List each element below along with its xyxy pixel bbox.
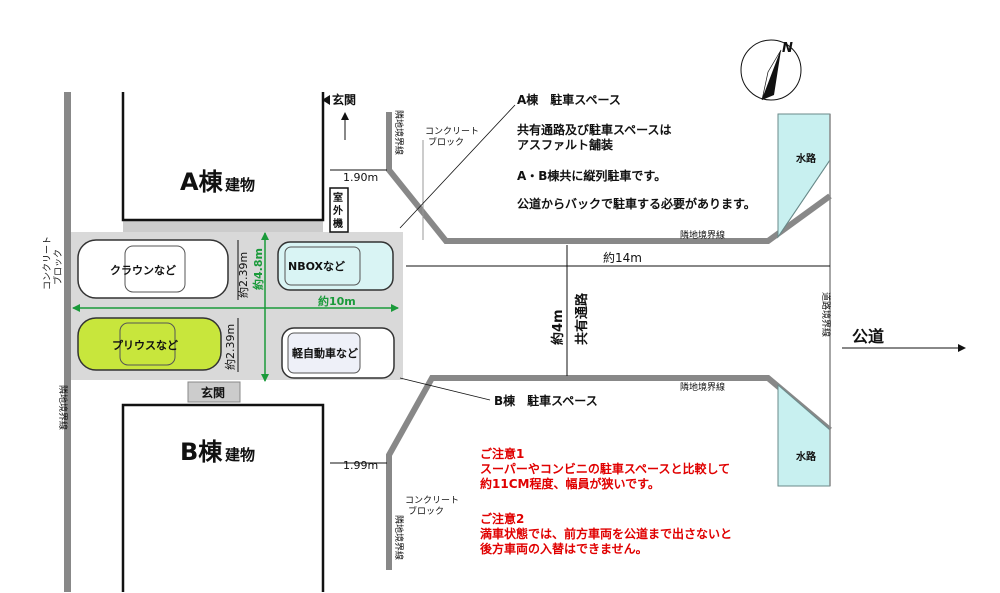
caution2-line1: 満車状態では、前方車両を公道まで出さないと — [480, 526, 732, 541]
aisle-label: 共有通路 — [574, 292, 590, 345]
left-concrete-wall — [64, 92, 71, 592]
car-kei — [281, 327, 395, 379]
car-crown-label: クラウンなど — [110, 264, 176, 277]
road-boundary-label: 道路境界線 — [820, 292, 832, 337]
boundary-lower-vertical: 隣地境界線 — [393, 515, 405, 560]
concrete-block-lower-2: ブロック — [408, 505, 444, 517]
upper-boundary-wall — [386, 112, 832, 244]
public-road-label: 公道 — [852, 327, 884, 346]
b-parking-label: B棟 駐車スペース — [494, 393, 598, 408]
car-prius-label: プリウスなど — [112, 338, 178, 352]
building-b-outline — [121, 403, 325, 592]
waterway-north-label: 水路 — [795, 152, 817, 165]
caution1-line2: 約11CM程度、幅員が狭いです。 — [480, 476, 660, 491]
boundary-upper-vertical: 隣地境界線 — [393, 110, 405, 155]
note-line-2: アスファルト舗装 — [517, 137, 613, 152]
outdoor-unit-2: 外 — [332, 204, 343, 217]
dim-aisle-width: 約4m — [550, 309, 566, 345]
boundary-upper-horizontal: 隣地境界線 — [680, 229, 725, 241]
building-b-sub: 建物 — [225, 446, 255, 464]
outdoor-unit — [329, 187, 349, 233]
car-prius — [77, 317, 222, 371]
caution2-title: ご注意2 — [480, 511, 524, 526]
building-a-main: A棟 — [180, 168, 224, 196]
car-nbox-label: NBOXなど — [288, 260, 345, 273]
concrete-block-left-2: ブロック — [52, 249, 64, 285]
entrance-a-label: 玄関 — [332, 92, 356, 107]
entrance-a-step — [123, 220, 323, 232]
building-a-sub: 建物 — [225, 176, 255, 194]
outdoor-unit-1: 室 — [333, 191, 343, 204]
waterway-south-label: 水路 — [795, 450, 817, 463]
compass — [740, 39, 802, 101]
dim-parking-width: 約10m — [318, 294, 356, 308]
car-nbox — [277, 241, 394, 291]
dim-aisle-length: 約14m — [603, 250, 642, 265]
compass-north: N — [782, 41, 793, 56]
dim-bay-lower: 約2.39m — [223, 324, 237, 370]
car-crown — [77, 239, 229, 299]
waterway-south — [777, 383, 831, 487]
concrete-block-upper-2: ブロック — [428, 136, 464, 148]
building-b-main: B棟 — [180, 438, 223, 466]
note-line-4: 公道からバックで駐車する必要があります。 — [517, 196, 756, 211]
note-line-3: A・B棟共に縦列駐車です。 — [517, 168, 666, 183]
concrete-block-upper-1: コンクリート — [425, 126, 479, 137]
concrete-block-lower-1: コンクリート — [405, 495, 459, 506]
caution1-title: ご注意1 — [480, 446, 524, 461]
building-a-outline — [121, 92, 325, 222]
outdoor-unit-3: 機 — [333, 217, 343, 230]
boundary-left: 隣地境界線 — [57, 385, 69, 430]
caution1-line1: スーパーやコンビニの駐車スペースと比較して — [480, 461, 730, 476]
dim-a-setback: 1.90m — [343, 171, 378, 184]
caution2-line2: 後方車両の入替はできません。 — [480, 541, 648, 556]
dim-b-setback: 1.99m — [343, 459, 378, 472]
a-parking-label: A棟 駐車スペース — [517, 92, 621, 107]
car-kei-label: 軽自動車など — [292, 346, 358, 360]
entrance-b-step — [187, 381, 241, 403]
dim-bay-upper: 約2.39m — [236, 252, 250, 298]
boundary-lower-horizontal: 隣地境界線 — [680, 381, 725, 393]
dim-parking-depth: 約4.8m — [251, 248, 265, 290]
entrance-b-label: 玄関 — [201, 385, 225, 400]
note-line-1: 共有通路及び駐車スペースは — [517, 122, 672, 137]
concrete-block-left-1: コンクリート — [42, 236, 53, 290]
